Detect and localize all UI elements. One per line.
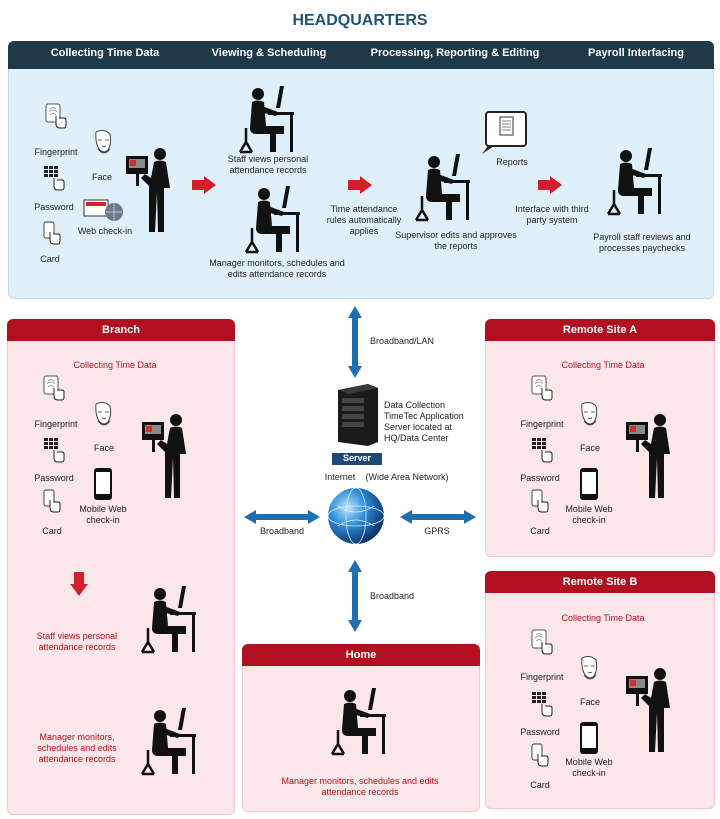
face-label: Face [93, 443, 114, 453]
password-label: Password [520, 473, 560, 483]
card-icon [43, 221, 61, 245]
terminal-user-icon [626, 668, 670, 752]
headquarters-panel [8, 41, 714, 299]
password-keypad-icon [531, 691, 553, 717]
password-label: Password [34, 473, 74, 483]
supervisor-seated-icon [414, 152, 472, 222]
tab-viewing-scheduling: Viewing & Scheduling [211, 47, 327, 59]
interface-text: Interface with third party system [515, 204, 589, 225]
fingerprint-label: Fingerprint [520, 419, 564, 429]
flow-arrow-icon [192, 176, 216, 194]
fingerprint-label: Fingerprint [520, 672, 564, 682]
server-icon [338, 384, 378, 446]
face-label: Face [579, 697, 600, 707]
terminal-user-icon [142, 414, 186, 498]
fingerprint-label: Fingerprint [34, 419, 78, 429]
flow-arrow-icon [348, 176, 372, 194]
mobile-checkin-label: Mobile Web check-in [565, 757, 613, 778]
password-keypad-icon [43, 437, 65, 463]
tab-collecting-time-data: Collecting Time Data [50, 47, 160, 59]
broadband-bottom-label: Broadband [370, 591, 415, 601]
remote-site-a-title: Remote Site A [485, 319, 715, 341]
remote-site-a-panel [485, 319, 715, 557]
mobile-checkin-label: Mobile Web check-in [565, 504, 613, 525]
fingerprint-icon [531, 629, 553, 655]
branch-collecting-label: Collecting Time Data [73, 360, 157, 370]
password-keypad-icon [43, 165, 65, 191]
staff-seated-icon [140, 584, 198, 654]
remote-b-collecting-label: Collecting Time Data [561, 613, 645, 623]
flow-down-arrow-icon [70, 572, 88, 596]
card-icon [531, 743, 549, 767]
fingerprint-icon [45, 103, 67, 129]
face-label: Face [579, 443, 600, 453]
card-icon [43, 489, 61, 513]
manager-seated-icon [140, 706, 198, 776]
mobile-phone-icon [94, 468, 112, 500]
reports-icon [482, 111, 527, 154]
branch-staff-views-text: Staff views personal attendance records [36, 631, 118, 652]
reports-label: Reports [496, 157, 528, 167]
bottom-blue-arrow [348, 560, 362, 632]
manager-text: Manager monitors, schedules and edits at… [209, 258, 345, 279]
fingerprint-icon [43, 375, 65, 401]
page-title: HEADQUARTERS [292, 12, 428, 29]
globe-icon [327, 487, 385, 545]
fingerprint-label: Fingerprint [34, 147, 78, 157]
card-label: Card [530, 780, 550, 790]
headquarters-tab-bar [8, 41, 714, 69]
wan-label: (Wide Area Network) [365, 472, 449, 482]
manager-seated-icon [330, 686, 388, 756]
password-label: Password [34, 202, 74, 212]
password-label: Password [520, 727, 560, 737]
server-note-1: Data Collection [384, 400, 446, 410]
server-note-3: Server located at HQ/Data Center [384, 422, 453, 443]
server-note-2: TimeTec Application [384, 411, 464, 421]
tab-payroll-interfacing: Payroll Interfacing [588, 47, 684, 59]
flow-arrow-icon [538, 176, 562, 194]
server-label-badge: Server [332, 453, 382, 465]
broadband-lan-label: Broadband/LAN [370, 336, 435, 346]
mobile-phone-icon [580, 468, 598, 500]
card-label: Card [530, 526, 550, 536]
fingerprint-icon [531, 375, 553, 401]
payroll-seated-icon [606, 146, 664, 216]
remote-site-b-panel [485, 571, 715, 809]
vertical-blue-arrow [348, 306, 362, 378]
left-blue-arrow [244, 510, 320, 524]
payroll-text: Payroll staff reviews and processes payc… [593, 232, 691, 253]
password-keypad-icon [531, 437, 553, 463]
gprs-label: GPRS [424, 526, 450, 536]
supervisor-text: Supervisor edits and approves the report… [395, 230, 517, 251]
time-rules-text: Time attendance rules automatically appl… [326, 204, 402, 236]
broadband-left-label: Broadband [259, 526, 305, 536]
internet-label: Internet [324, 472, 356, 482]
face-label: Face [91, 172, 112, 182]
web-checkin-label: Web check-in [77, 226, 133, 236]
mobile-checkin-label: Mobile Web check-in [79, 504, 127, 525]
card-label: Card [40, 254, 60, 264]
terminal-user-icon [126, 148, 170, 232]
right-blue-arrow [400, 510, 476, 524]
manager-seated-icon [244, 184, 302, 254]
terminal-user-icon [626, 414, 670, 498]
staff-seated-icon [238, 84, 296, 154]
home-manager-text: Manager monitors, schedules and edits at… [281, 776, 439, 797]
remote-site-b-title: Remote Site B [485, 571, 715, 593]
home-title: Home [242, 644, 480, 666]
branch-manager-text: Manager monitors, schedules and edits at… [37, 732, 117, 764]
face-icon [95, 129, 112, 154]
face-icon [581, 655, 598, 680]
staff-views-text: Staff views personal attendance records [227, 154, 309, 175]
card-icon [531, 489, 549, 513]
remote-a-collecting-label: Collecting Time Data [561, 360, 645, 370]
face-icon [95, 401, 112, 426]
face-icon [581, 401, 598, 426]
mobile-phone-icon [580, 722, 598, 754]
tab-processing-reporting-editing: Processing, Reporting & Editing [370, 47, 540, 59]
branch-panel [7, 319, 235, 815]
web-checkin-icon [83, 199, 123, 221]
card-label: Card [42, 526, 62, 536]
branch-title: Branch [7, 319, 235, 341]
